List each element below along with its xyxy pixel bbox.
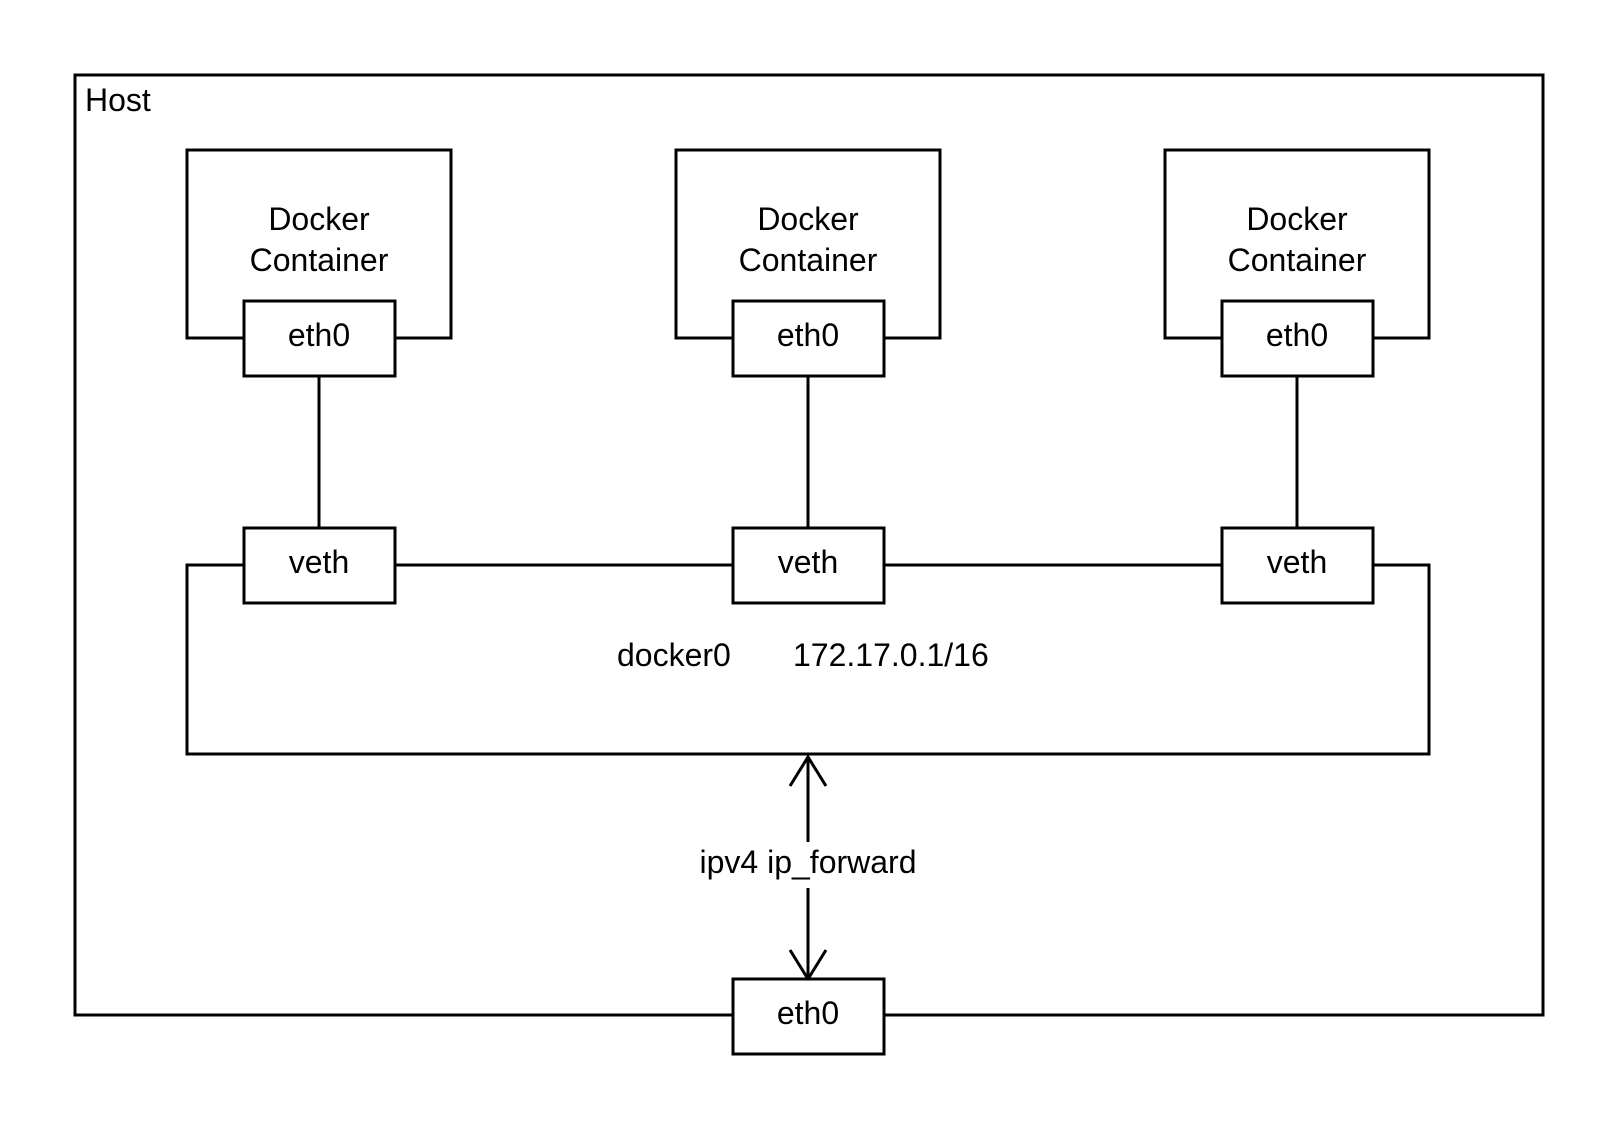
veth-label: veth: [778, 544, 838, 580]
veth-box: [731, 526, 886, 605]
arrow-up-head: [788, 754, 828, 787]
veth-label: veth: [1267, 544, 1327, 580]
container-title-line2: Container: [739, 242, 878, 278]
container-eth0-label: eth0: [1266, 317, 1328, 353]
docker-container-2: Docker Container eth0: [674, 148, 942, 378]
host-eth0-box: [731, 977, 886, 1056]
docker-container-1: Docker Container eth0: [185, 148, 453, 378]
container-title-line2: Container: [250, 242, 389, 278]
host-eth0-label: eth0: [777, 995, 839, 1031]
ip-forward-label: ipv4 ip_forward: [700, 844, 917, 880]
veth-label: veth: [289, 544, 349, 580]
veth-2: veth: [731, 526, 886, 605]
host-box: Host: [73, 73, 1545, 1017]
container-eth0-label: eth0: [777, 317, 839, 353]
container-title-line1: Docker: [757, 201, 859, 237]
bridge-subnet: 172.17.0.1/16: [793, 637, 989, 673]
ip-forward-arrow: ipv4 ip_forward: [700, 754, 917, 982]
docker-container-3: Docker Container eth0: [1163, 148, 1431, 378]
container-title-line1: Docker: [268, 201, 370, 237]
veth-box: [242, 526, 397, 605]
docker0-bridge: docker0 172.17.0.1/16: [185, 563, 1431, 756]
veth-1: veth: [242, 526, 397, 605]
host-eth0: eth0: [731, 977, 886, 1056]
host-label: Host: [85, 82, 151, 118]
container-eth0-box: [242, 299, 397, 378]
container-title-line2: Container: [1228, 242, 1367, 278]
bridge-name: docker0: [617, 637, 731, 673]
veth-3: veth: [1220, 526, 1375, 605]
container-title-line1: Docker: [1246, 201, 1348, 237]
container-eth0-box: [1220, 299, 1375, 378]
container-eth0-label: eth0: [288, 317, 350, 353]
veth-box: [1220, 526, 1375, 605]
